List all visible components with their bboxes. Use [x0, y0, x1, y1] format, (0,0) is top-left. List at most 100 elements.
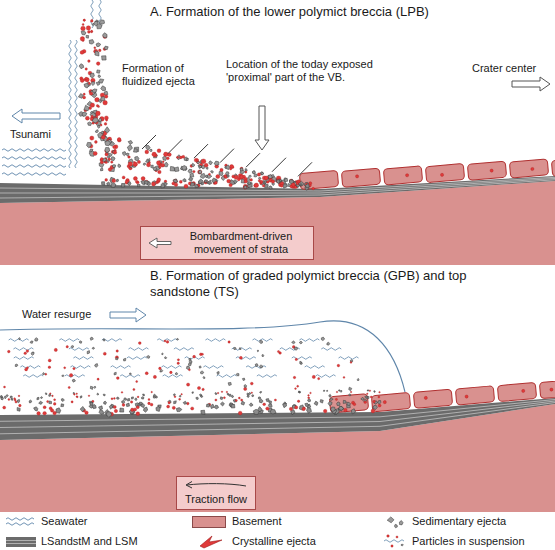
crystalline-particle: [80, 79, 84, 83]
crystalline-particle: [68, 386, 70, 388]
sedimentary-fragment: [268, 404, 272, 408]
crystalline-particle: [91, 115, 93, 117]
sedimentary-fragment: [186, 159, 188, 161]
crystalline-particle: [48, 366, 51, 369]
crystalline-block: [329, 394, 368, 413]
sedimentary-fragment: [351, 409, 356, 414]
crystalline-particle: [96, 62, 100, 66]
crystalline-particle: [3, 406, 6, 409]
sedimentary-fragment: [249, 403, 253, 407]
sedimentary-fragment: [321, 337, 324, 341]
sedimentary-fragment: [206, 404, 209, 407]
crystalline-particle: [193, 355, 196, 358]
seawater-wave: [13, 348, 33, 351]
crystalline-particle: [85, 77, 88, 80]
seawater-wave: [102, 339, 122, 342]
block-body: [455, 386, 494, 405]
crystalline-particle: [405, 174, 408, 177]
hollow-arrow: [149, 238, 171, 248]
crystalline-particle: [177, 156, 179, 158]
crystalline-particle: [367, 393, 369, 395]
crystalline-particle: [371, 409, 375, 413]
seawater-wave: [2, 165, 66, 168]
sedimentary-fragment: [241, 401, 245, 405]
crystalline-particle: [128, 156, 131, 159]
crystalline-particle: [19, 404, 22, 407]
sedimentary-fragment: [269, 401, 272, 404]
sedimentary-fragment: [90, 73, 94, 78]
crystalline-particle: [111, 161, 113, 163]
sedimentary-fragment: [95, 130, 98, 133]
sedimentary-fragment: [164, 162, 168, 167]
crystalline-particle: [223, 397, 225, 399]
sedimentary-fragment: [101, 168, 104, 171]
crystalline-particle: [378, 396, 380, 398]
crystalline-particle: [257, 173, 260, 176]
legend-particles-wave: [384, 540, 404, 543]
bombardment-streak: [298, 162, 312, 176]
crystalline-particle: [254, 183, 258, 187]
crystalline-particle: [323, 409, 327, 413]
sedimentary-fragment: [99, 410, 104, 415]
seawater-wave: [205, 339, 225, 342]
crystalline-particle: [91, 20, 94, 23]
sedimentary-fragment: [40, 397, 42, 399]
crystalline-particle: [83, 19, 85, 21]
crystalline-particle: [50, 409, 53, 412]
sedimentary-fragment: [174, 167, 179, 172]
crystalline-particle: [97, 378, 99, 380]
sedimentary-fragment: [276, 179, 280, 183]
sedimentary-fragment: [56, 408, 61, 414]
sedimentary-fragment: [229, 394, 231, 397]
crystalline-particle: [239, 356, 242, 359]
crystalline-particle: [116, 377, 119, 380]
seawater-wave: [316, 375, 336, 378]
crystalline-particle: [83, 19, 85, 21]
sedimentary-fragment: [214, 405, 218, 409]
crystalline-particle: [379, 391, 381, 393]
sedimentary-fragment: [236, 373, 239, 375]
block-body: [383, 166, 422, 185]
sedimentary-fragment: [247, 393, 249, 395]
crystalline-particle: [151, 391, 153, 393]
seawater-wave: [65, 375, 85, 378]
crystalline-particle: [148, 399, 150, 401]
sedimentary-fragment: [350, 360, 353, 363]
sedimentary-fragment: [34, 407, 38, 411]
sedimentary-fragment: [97, 70, 101, 73]
seawater-wave: [73, 357, 93, 360]
sedimentary-fragment: [190, 183, 195, 187]
sedimentary-fragment: [343, 400, 346, 403]
sedimentary-fragment: [128, 141, 133, 145]
crystalline-particle: [191, 407, 194, 410]
crystalline-particle: [159, 367, 162, 370]
crystalline-particle: [193, 170, 195, 172]
crystalline-particle: [85, 116, 89, 120]
crystalline-particle: [74, 394, 76, 396]
crystalline-particle: [113, 405, 116, 408]
sedimentary-fragment: [260, 340, 263, 343]
crystalline-particle: [238, 397, 240, 399]
crystalline-particle: [108, 168, 111, 171]
sedimentary-fragment: [179, 395, 181, 397]
bombardment-streak: [194, 144, 208, 158]
box-text-group: Bombardment-driven movement of strata: [176, 230, 306, 256]
sedimentary-fragment: [149, 149, 152, 152]
flow-arrow: [186, 482, 246, 489]
sedimentary-fragment: [106, 412, 112, 418]
crystalline-particle: [88, 395, 90, 397]
box-text: Traction flow: [185, 493, 247, 506]
crystalline-block: [299, 170, 338, 189]
sedimentary-fragment: [283, 403, 287, 408]
crystalline-particle: [243, 184, 247, 188]
sedimentary-fragment: [108, 153, 112, 156]
crystalline-particle: [295, 406, 298, 409]
sedimentary-fragment: [30, 341, 33, 344]
crystalline-particle: [133, 162, 137, 166]
crystalline-particle: [101, 135, 105, 139]
sedimentary-fragment: [300, 184, 302, 186]
block-body: [551, 157, 555, 176]
crystalline-particle: [289, 407, 292, 410]
sedimentary-fragment: [102, 56, 107, 60]
sedimentary-fragment: [203, 377, 205, 379]
